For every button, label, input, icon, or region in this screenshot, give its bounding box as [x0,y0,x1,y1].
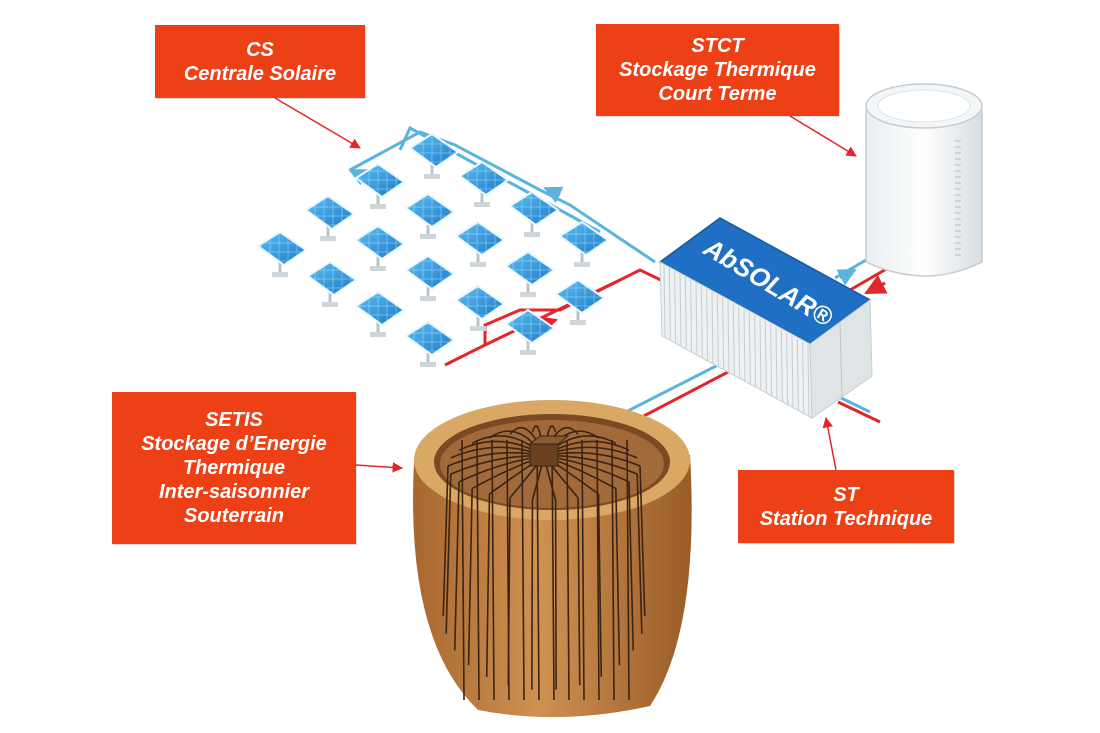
solar-panel [404,320,456,367]
hot-pipe-st-out [837,400,881,424]
leader-stct [789,115,857,157]
solar-panel [508,190,560,237]
label-stockage-inter-saisonnier: SETIS Stockage d’Energie Thermique Inter… [112,392,356,544]
solar-panel [304,194,356,241]
solar-panel [256,230,308,277]
solar-panel [404,254,456,301]
label-st-name: Station Technique [759,507,933,530]
solar-panel [458,160,510,207]
label-setis-code: SETIS [205,409,263,431]
label-setis-line2: Thermique [182,457,286,479]
solar-panel-field [256,132,610,367]
hot-flow-arrow [864,274,888,295]
thermal-storage-tank [865,83,983,277]
hot-pipe-solar-field [444,268,666,367]
cold-flow-arrow [543,186,564,204]
label-stct-line2: Court Terme [658,83,777,105]
label-cs-code: CS [246,38,274,61]
label-cs-name: Centrale Solaire [183,62,337,85]
technical-station [658,217,873,419]
label-stct-code: STCT [691,35,744,57]
label-stockage-court-terme: STCT Stockage Thermique Court Terme [596,24,839,116]
solar-panel [354,290,406,337]
solar-panel [504,250,556,297]
solar-panel [354,162,406,209]
solar-panel [306,260,358,307]
leader-lines [274,97,857,473]
cold-flow-arrow [836,268,857,286]
cold-pipe-solar-field [349,130,656,264]
hot-pipes [444,90,926,453]
solar-panel [354,224,406,271]
label-st-code: ST [833,483,859,506]
leader-setis [355,462,404,473]
solar-panel [454,284,506,331]
solar-panel [504,308,556,355]
label-setis-line4: Souterrain [183,505,285,527]
underground-storage [413,400,692,718]
label-setis-line1: Stockage d’Energie [141,433,327,455]
label-centrale-solaire: CS Centrale Solaire [155,25,365,98]
leader-cs [274,97,361,149]
solar-panel [408,132,460,179]
solar-panel [558,220,610,267]
solar-panel [554,278,606,325]
solar-panel [404,192,456,239]
label-stct-line1: Stockage Thermique [619,59,816,81]
label-setis-line3: Inter-saisonnier [158,481,310,503]
solar-panel [454,220,506,267]
label-station-technique: ST Station Technique [738,470,954,543]
leader-st [822,416,837,471]
hot-pipe-solar-bottom [484,278,621,347]
